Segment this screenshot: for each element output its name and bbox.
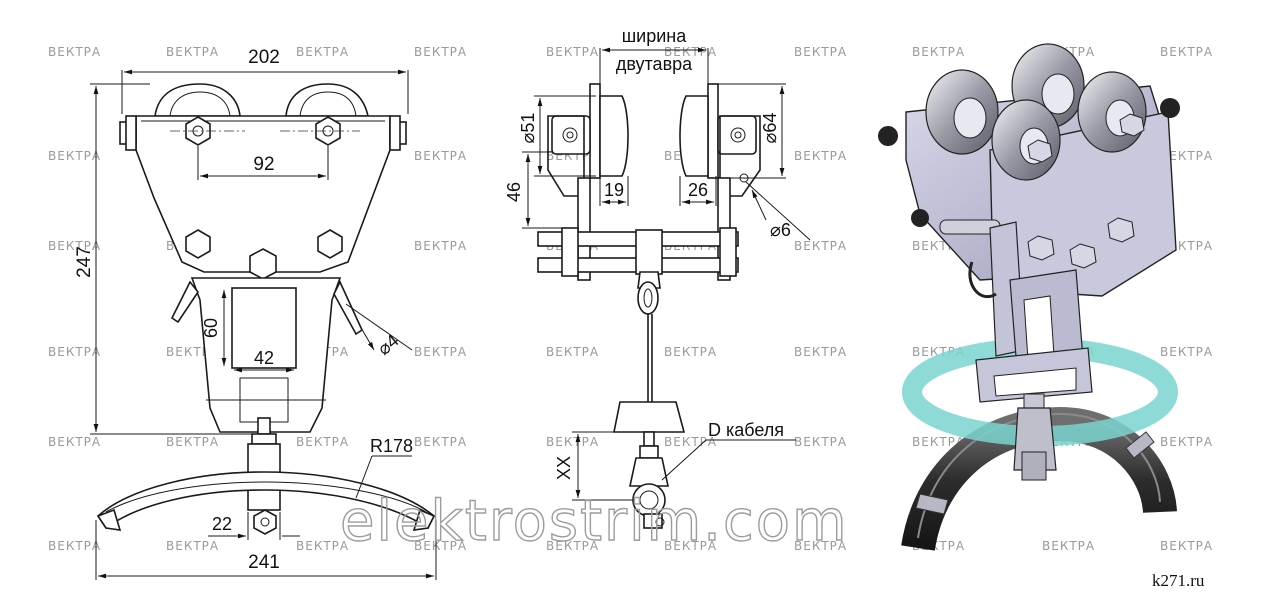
watermark-text: ВЕКТРА [48,435,101,449]
front-view: 202 92 247 60 42 ⌀4 R178 22 241 [74,47,437,580]
watermark-text: ВЕКТРА [794,239,847,253]
watermark-text: ВЕКТРА [912,45,965,59]
nut-icon [253,509,277,535]
watermark-text: ВЕКТРА [546,435,599,449]
dim-width-overall: 202 [248,47,280,68]
dim-roller-right-diameter: ⌀64 [760,113,780,144]
watermark-text: ВЕКТРА [1160,539,1213,553]
dim-roller-left-width: 19 [604,180,624,200]
watermark-text: ВЕКТРА [794,345,847,359]
watermark-text: ВЕКТРА [414,239,467,253]
watermark-text: ВЕКТРА [546,539,599,553]
iso-view [878,43,1180,552]
site-label: k271.ru [1152,571,1205,590]
dim-slot-width: 42 [254,348,274,368]
dim-axle-spacing: 92 [253,154,274,175]
dim-height-overall: 247 [74,246,95,278]
dim-slot-height: 60 [201,318,221,338]
watermark-text: ВЕКТРА [414,149,467,163]
nut-icon [317,229,343,259]
watermark-text: ВЕКТРА [794,45,847,59]
watermark-text: ВЕКТРА [414,345,467,359]
watermark-text: ВЕКТРА [414,539,467,553]
cable-diameter-label: D кабеля [708,420,784,440]
watermark-text: ВЕКТРА [912,435,965,449]
watermark-text: ВЕКТРА [166,539,219,553]
watermark-text: ВЕКТРА [1042,539,1095,553]
watermark-text: ВЕКТРА [296,435,349,449]
watermark-text: ВЕКТРА [414,45,467,59]
side-view: ширина двутавра [504,26,811,529]
watermark-text: ВЕКТРА [794,435,847,449]
dim-hole-diameter-side: ⌀6 [770,220,791,240]
nut-icon [249,248,277,280]
watermark-text: ВЕКТРА [414,435,467,449]
dim-clamp-width: 22 [212,514,232,534]
dim-hanger-height: XX [554,456,574,480]
dim-bracket-height: 46 [504,182,524,202]
dim-roller-right-width: 26 [688,180,708,200]
watermark-text: ВЕКТРА [1160,345,1213,359]
beam-width-label-1: ширина [622,26,688,46]
dim-bow-radius: R178 [370,436,413,456]
watermark-text: ВЕКТРА [48,45,101,59]
nut-icon [315,116,341,146]
watermark-text: ВЕКТРА [48,539,101,553]
watermark-text: ВЕКТРА [166,45,219,59]
watermark-text: ВЕКТРА [546,45,599,59]
dim-hole-diameter-front: ⌀4 [374,330,403,359]
dim-roller-left-diameter: ⌀51 [518,113,538,144]
dim-bow-width: 241 [248,552,280,573]
watermark-text: ВЕКТРА [48,345,101,359]
nut-icon [185,229,211,259]
watermark-text: ВЕКТРА [794,539,847,553]
watermark-text: ВЕКТРА [664,539,717,553]
watermark-text: ВЕКТРА [1160,435,1213,449]
watermark-text: ВЕКТРА [1160,149,1213,163]
watermark-text: ВЕКТРА [1160,45,1213,59]
site-watermark: elektrostrim.com [340,489,849,554]
watermark-text: ВЕКТРА [296,539,349,553]
watermark-text: ВЕКТРА [794,149,847,163]
watermark-text: ВЕКТРА [664,345,717,359]
watermark-text: ВЕКТРА [546,345,599,359]
watermark-text: ВЕКТРА [48,239,101,253]
watermark-text: ВЕКТРА [48,149,101,163]
watermark-text: ВЕКТРА [664,435,717,449]
beam-width-label-2: двутавра [616,54,693,74]
watermark-text: ВЕКТРА [296,45,349,59]
watermark-text: ВЕКТРА [166,435,219,449]
